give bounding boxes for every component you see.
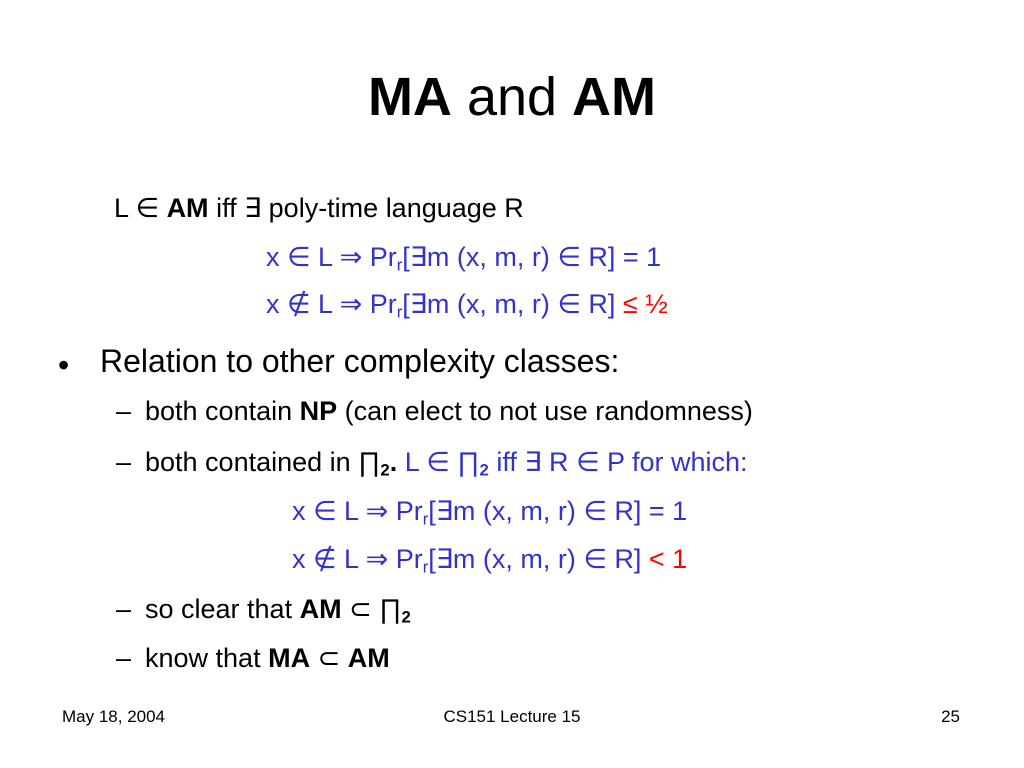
pi2-condition-yes: x ∈ L ⇒ Prr[∃m (x, m, r) ∈ R] = 1 [292,496,688,529]
dash-icon: – [116,594,132,624]
title-and: and [451,67,573,127]
exists-symbol: ∃ [244,193,262,223]
less-than-one-bound: < 1 [648,544,688,574]
am-condition-no: x ∉ L ⇒ Prr[∃m (x, m, r) ∈ R] ≤ ½ [266,289,668,322]
pi2-condition-no: x ∉ L ⇒ Prr[∃m (x, m, r) ∈ R] < 1 [292,544,688,577]
title-ma: MA [367,67,452,127]
sub-item-ma-subset: know that MA ⊂ AM [145,643,390,673]
bullet-relation: Relation to other complexity classes: [100,343,620,379]
bullet-icon: • [58,347,70,383]
dash-icon: – [116,447,132,477]
definition-lead: L ∈ AM iff ∃ poly-time language R [114,193,524,223]
footer-course: CS151 Lecture 15 [443,707,581,726]
footer-date: May 18, 2004 [62,707,166,726]
sub-item-np: both contain NP (can elect to not use ra… [145,396,753,426]
half-bound: ≤ ½ [622,289,668,319]
title-am: AM [572,67,657,127]
dash-icon: – [116,396,132,426]
sub-item-am-subset: so clear that AM ⊂ ∏2 [145,594,411,627]
footer-page-number: 25 [941,707,960,726]
am-term: AM [166,193,209,223]
dash-icon: – [116,643,132,673]
slide-title: MA and AM [0,62,1024,132]
element-of-symbol: ∈ [135,193,160,223]
am-condition-yes: x ∈ L ⇒ Prr[∃m (x, m, r) ∈ R] = 1 [266,242,662,275]
sub-item-pi2: both contained in ∏2. L ∈ ∏2 iff ∃ R ∈ P… [145,447,748,480]
